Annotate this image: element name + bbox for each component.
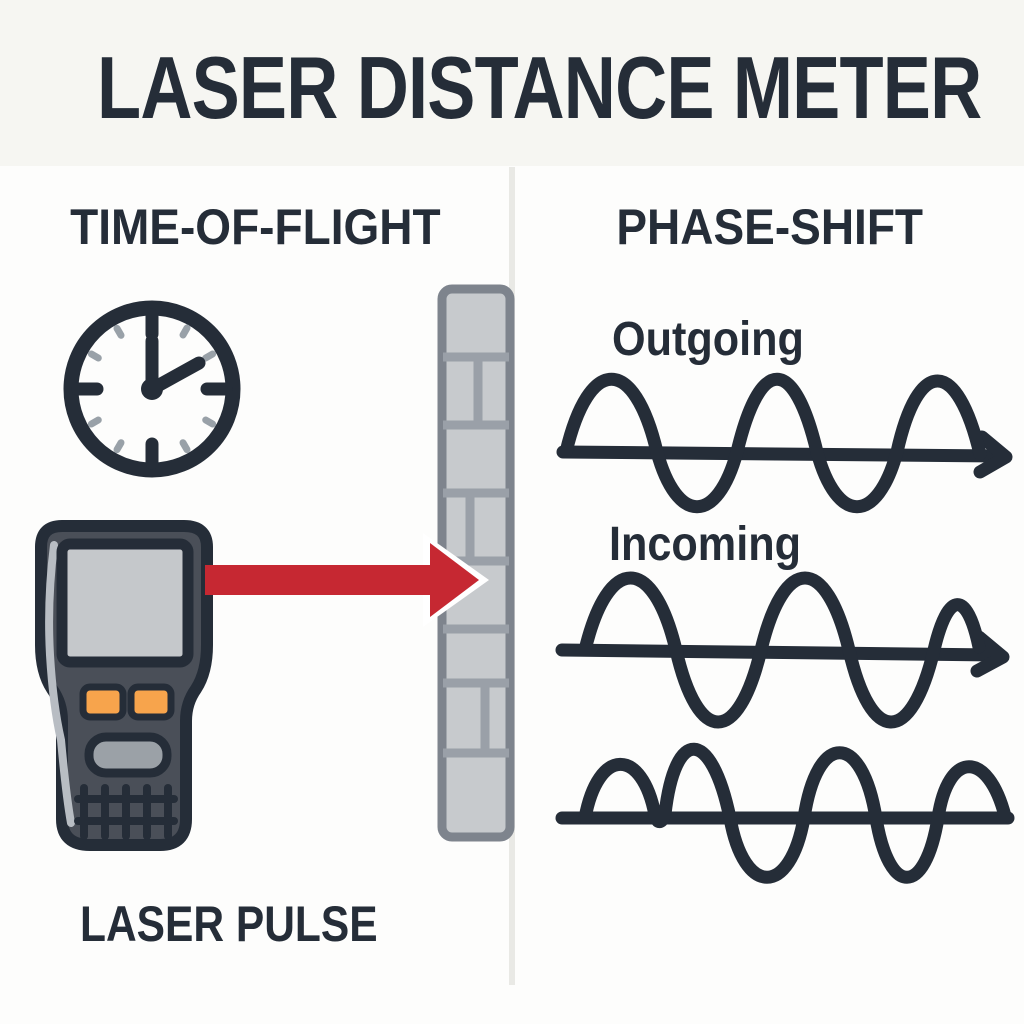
right-panel-heading: PHASE-SHIFT: [515, 202, 1024, 252]
device-highlight: [45, 541, 75, 827]
outgoing-wave-icon: [556, 372, 1013, 514]
laser-pulse-caption-text: LASER PULSE: [80, 896, 378, 952]
laser-beam-arrow-icon: [205, 533, 489, 627]
device-screen: [56, 538, 194, 668]
header-band: [0, 0, 1024, 166]
device-speaker-grille: [74, 784, 178, 840]
incoming-wave-label: Incoming: [609, 518, 801, 571]
brick-wall-icon: [437, 284, 515, 842]
outgoing-wave-label: Outgoing: [612, 313, 804, 366]
laser-device-icon: [35, 520, 213, 851]
page-title-text: LASER DISTANCE METER: [97, 38, 982, 137]
left-panel-heading: TIME-OF-FLIGHT: [0, 202, 510, 252]
incoming-wave-icon: [555, 571, 1010, 729]
device-button-pill: [84, 732, 172, 778]
laser-pulse-caption: LASER PULSE: [80, 899, 430, 949]
device-button-left: [79, 683, 127, 721]
left-panel-heading-text: TIME-OF-FLIGHT: [69, 199, 441, 255]
device-button-right: [127, 683, 175, 721]
shifted-wave-icon: [555, 742, 1015, 884]
right-panel-heading-text: PHASE-SHIFT: [616, 199, 923, 255]
clock-icon: [63, 300, 241, 478]
clock-minor-ticks: [87, 324, 217, 454]
page-title: LASER DISTANCE METER: [0, 44, 1024, 132]
